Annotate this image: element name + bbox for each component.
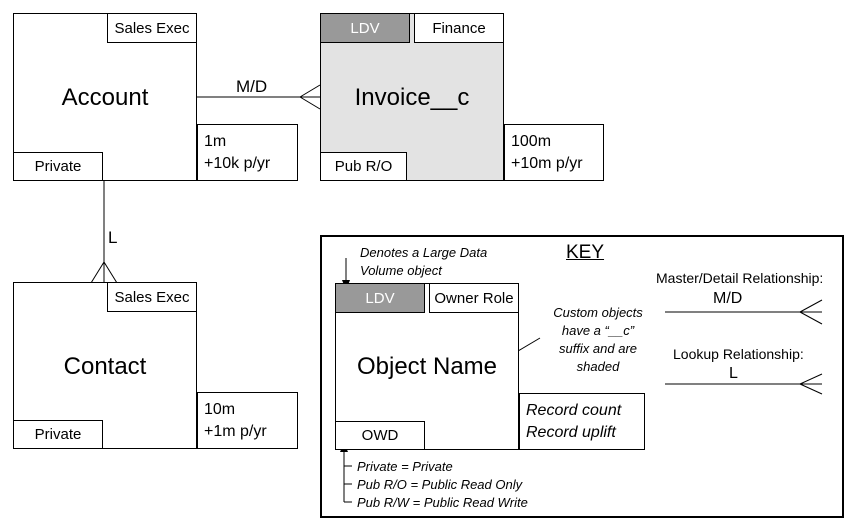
key-record-stats: Record count Record uplift bbox=[519, 393, 645, 450]
contact-owner-role: Sales Exec bbox=[107, 282, 197, 312]
ldv-note: Denotes a Large Data Volume object bbox=[360, 244, 487, 280]
account-title: Account bbox=[61, 84, 149, 111]
key-ldv-badge: LDV bbox=[335, 283, 425, 313]
key-owd: OWD bbox=[335, 421, 425, 450]
custom-note-line-3: suffix and are bbox=[558, 341, 638, 356]
invoice-owner-role: Finance bbox=[414, 13, 504, 43]
account-owd: Private bbox=[13, 152, 103, 181]
ldv-note-line-1: Denotes a Large Data bbox=[360, 245, 488, 260]
invoice-owd: Pub R/O bbox=[320, 152, 407, 181]
invoice-record-count: 100m bbox=[511, 133, 552, 150]
key-object-name: Object Name bbox=[356, 353, 498, 380]
invoice-record-uplift: +10m p/yr bbox=[511, 155, 583, 172]
key-record-uplift: Record uplift bbox=[526, 424, 616, 441]
key-lookup-label: L bbox=[729, 365, 738, 382]
key-md-title: Master/Detail Relationship: bbox=[656, 270, 824, 286]
lookup-crows-foot bbox=[90, 261, 118, 284]
owd-notes-bracket bbox=[343, 450, 352, 503]
contact-title: Contact bbox=[63, 353, 147, 380]
md-crows-foot bbox=[299, 84, 321, 110]
key-lookup-title: Lookup Relationship: bbox=[673, 346, 804, 362]
account-record-stats: 1m +10k p/yr bbox=[197, 124, 298, 181]
key-record-count: Record count bbox=[526, 402, 622, 419]
contact-record-uplift: +1m p/yr bbox=[204, 423, 267, 440]
owd-note-public-read-only: Pub R/O = Public Read Only bbox=[357, 477, 523, 492]
owd-note-public-read-write: Pub R/W = Public Read Write bbox=[357, 495, 528, 510]
custom-note-line-4: shaded bbox=[576, 359, 620, 374]
md-relationship-label: M/D bbox=[236, 77, 268, 96]
ldv-note-line-2: Volume object bbox=[360, 263, 442, 278]
invoice-title: Invoice__c bbox=[354, 84, 470, 111]
custom-object-note: Custom objects have a “__c” suffix and a… bbox=[544, 304, 652, 376]
contact-owd: Private bbox=[13, 420, 103, 449]
key-owner-role: Owner Role bbox=[429, 283, 519, 313]
key-md-crows-foot bbox=[799, 299, 823, 325]
lookup-relationship-label: L bbox=[108, 228, 118, 247]
key-lookup-crows-foot bbox=[799, 373, 823, 395]
owd-notes: Private = Private Pub R/O = Public Read … bbox=[357, 458, 528, 512]
custom-note-line-2: have a “__c” bbox=[561, 323, 635, 338]
account-record-count: 1m bbox=[204, 133, 227, 150]
account-owner-role: Sales Exec bbox=[107, 13, 197, 43]
key-title: KEY bbox=[566, 242, 605, 263]
account-record-uplift: +10k p/yr bbox=[204, 155, 271, 172]
key-md-label: M/D bbox=[713, 290, 743, 307]
contact-record-stats: 10m +1m p/yr bbox=[197, 392, 298, 449]
contact-record-count: 10m bbox=[204, 401, 236, 418]
owd-note-private: Private = Private bbox=[357, 459, 453, 474]
custom-note-line-1: Custom objects bbox=[553, 305, 643, 320]
invoice-ldv-badge: LDV bbox=[320, 13, 410, 43]
key-panel bbox=[320, 235, 844, 518]
invoice-record-stats: 100m +10m p/yr bbox=[504, 124, 604, 181]
